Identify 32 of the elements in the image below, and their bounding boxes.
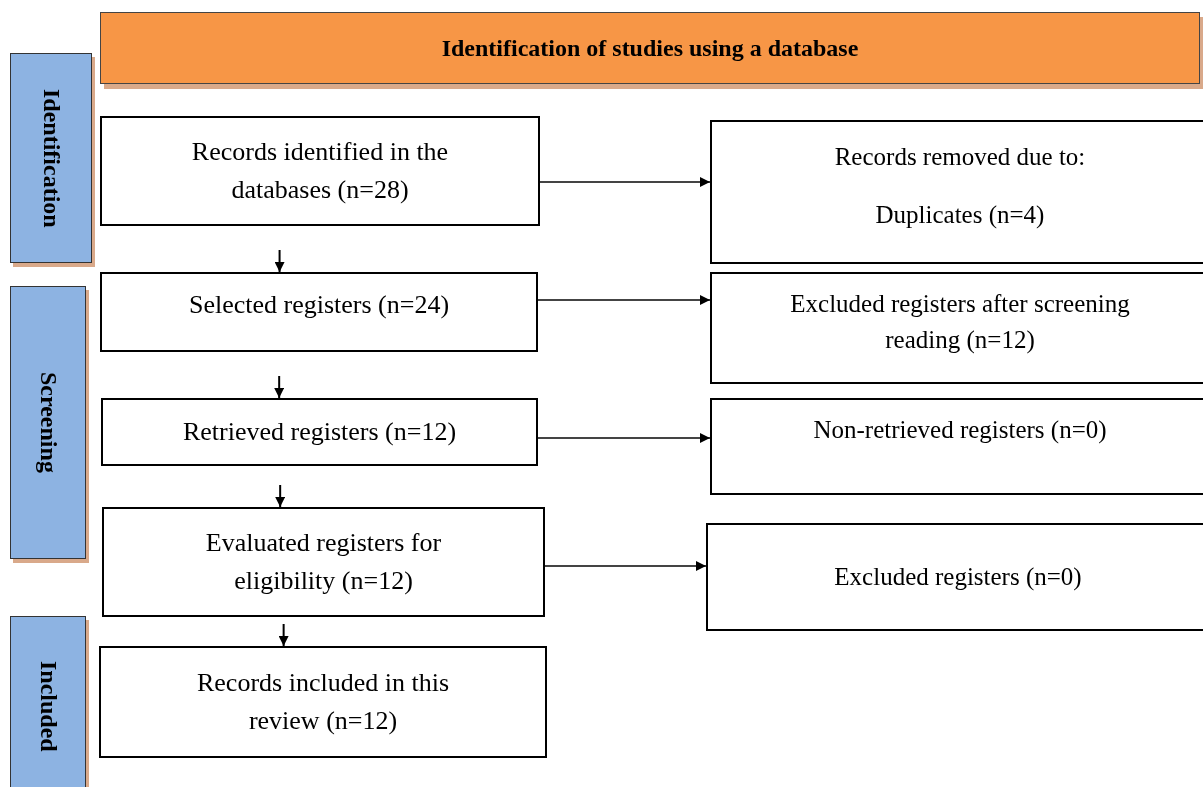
arrow <box>274 249 285 273</box>
phase-band <box>10 616 86 787</box>
box-text: Excluded registers (n=0) <box>834 561 1082 593</box>
phase-label: Identification <box>37 88 65 228</box>
arrow <box>274 375 285 399</box>
arrow <box>278 623 289 647</box>
process-box <box>99 646 547 758</box>
box-text: Retrieved registers (n=12) <box>182 416 457 449</box>
process-box <box>102 507 545 617</box>
box-text: Records included in this review (n=12) <box>196 667 450 737</box>
phase-label: Screening <box>34 372 62 473</box>
phase-label: Included <box>34 660 62 752</box>
box-text: Non-retrieved registers (n=0) <box>813 415 1107 446</box>
box-text: Selected registers (n=24) <box>188 289 450 321</box>
arrow <box>275 484 286 508</box>
exclusion-box <box>710 120 1203 264</box>
box-text: Duplicates (n=4) <box>875 199 1045 230</box>
process-box <box>100 116 540 226</box>
process-box <box>101 398 538 466</box>
arrow <box>537 295 711 305</box>
exclusion-box <box>710 272 1203 384</box>
box-text: Records removed due to: <box>834 141 1086 172</box>
banner-title: Identification of studies using a database <box>441 34 859 62</box>
arrow <box>544 561 707 571</box>
box-text: Excluded registers after screening reading (n=12) <box>789 289 1131 356</box>
box-text: Records identified in the databases (n=28) <box>190 136 450 206</box>
exclusion-box <box>706 523 1203 631</box>
arrow <box>539 177 711 187</box>
process-box <box>100 272 538 352</box>
box-text: Evaluated registers for eligibility (n=12) <box>204 527 443 597</box>
exclusion-box <box>710 398 1203 495</box>
arrow <box>537 433 711 443</box>
